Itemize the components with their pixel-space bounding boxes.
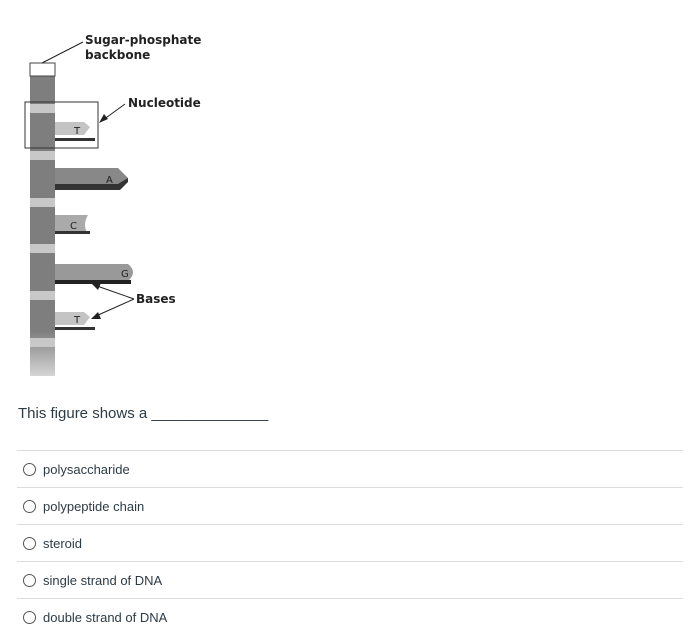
backbone-label-line1: Sugar-phosphate [85,33,201,47]
answer-label: single strand of DNA [43,572,163,588]
radio-button[interactable] [23,573,36,587]
base-g: G [55,264,133,284]
answer-option-steroid[interactable]: steroid [17,524,683,561]
answer-option-double-strand-dna[interactable]: double strand of DNA [17,598,683,635]
answer-option-polypeptide-chain[interactable]: polypeptide chain [17,487,683,524]
bases-arrow-upper [96,285,135,300]
bases-arrow-lower [95,298,135,317]
backbone-leader-line [41,41,84,64]
answer-label: double strand of DNA [43,609,168,625]
bases-arrowhead-lower [91,312,101,319]
base-c: C [55,215,90,234]
base-letter: A [106,175,113,186]
nucleotide-label: Nucleotide [128,96,201,110]
answer-label: polysaccharide [43,461,130,477]
base-letter: T [73,315,81,326]
bases-arrowhead-upper [92,283,101,290]
base-letter: C [70,221,77,232]
backbone-light-segments [30,104,55,347]
radio-button[interactable] [23,462,36,476]
answer-label: steroid [43,535,83,551]
backbone-label: Sugar-phosphate backbone [85,33,206,62]
radio-button[interactable] [23,610,36,624]
nucleotide-arrowhead [99,114,108,123]
nucleotide-highlight-box [24,101,99,149]
answer-option-polysaccharide[interactable]: polysaccharide [17,450,683,487]
backbone-column [30,76,55,376]
radio-button[interactable] [23,536,36,550]
answer-option-single-strand-dna[interactable]: single strand of DNA [17,561,683,598]
base-letter: G [121,269,129,280]
base-letter: T [73,126,81,137]
dna-strand-figure: Sugar-phosphate backbone T A C G T Nucle… [24,33,206,376]
answer-list: polysaccharide polypeptide chain steroid… [17,450,683,635]
question-text: This figure shows a ______________ [18,405,269,422]
backbone-top-cap [29,62,56,77]
base-a: A [55,168,128,190]
radio-button[interactable] [23,499,36,513]
base-t-top: T [55,122,95,141]
backbone-label-line2: backbone [85,48,150,62]
answer-label: polypeptide chain [43,498,145,514]
bases-label: Bases [136,292,176,306]
base-t-bottom: T [55,312,95,330]
